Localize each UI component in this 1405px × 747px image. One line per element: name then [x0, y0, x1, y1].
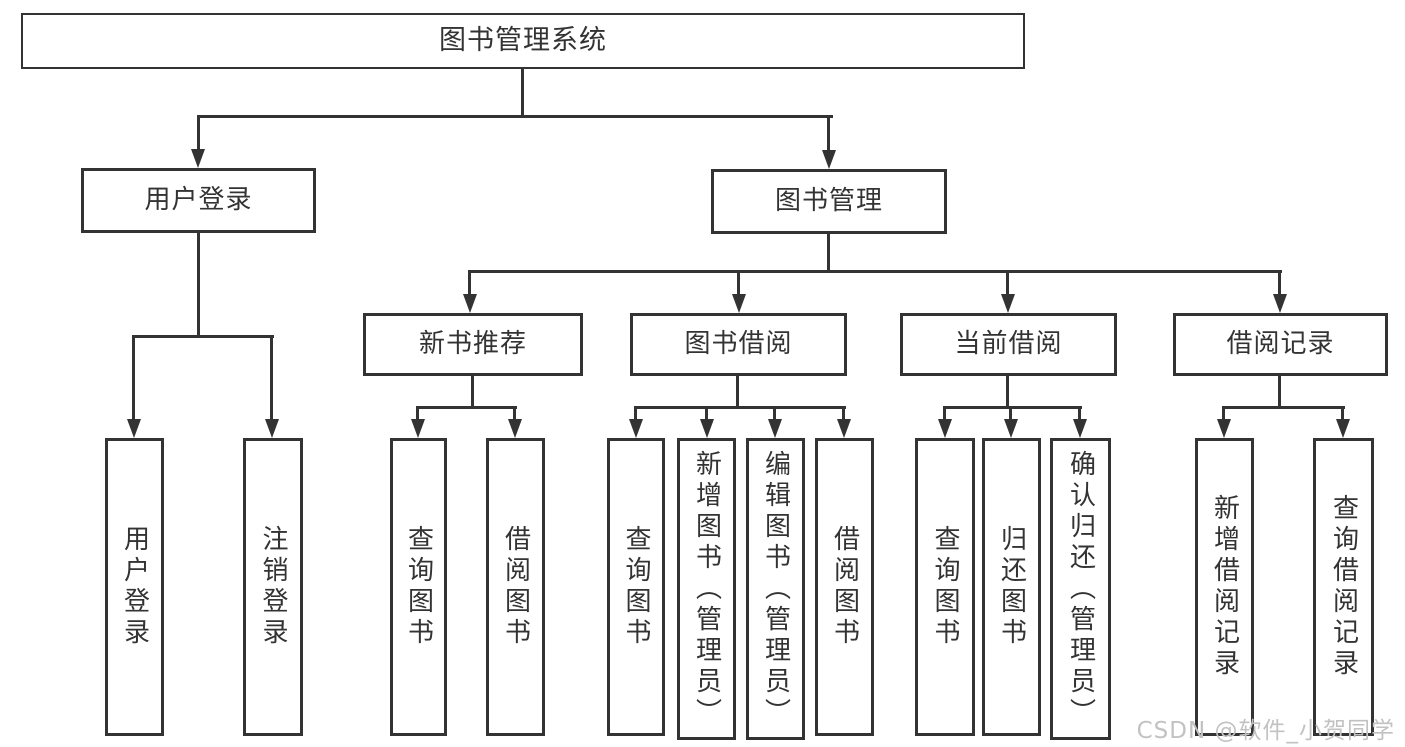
- arrow-down-icon: [1073, 419, 1087, 438]
- leaf-edit-book-admin: 编辑图书（管理员）: [746, 438, 805, 740]
- edge-currentborrow-drop-3: [1078, 406, 1081, 422]
- edge-bookmgmt-split: [468, 270, 1282, 273]
- edge-bookborrow-drop-1: [634, 406, 637, 422]
- arrow-down-icon: [1217, 419, 1231, 438]
- leaf-query-borrow-record: 查询借阅记录: [1313, 438, 1374, 736]
- edge-bookborrow-split: [634, 406, 846, 409]
- edge-userlogin-drop-2: [270, 335, 273, 422]
- edge-root-split: [197, 115, 833, 118]
- arrow-down-icon: [629, 419, 643, 438]
- edge-newbook-split: [416, 406, 517, 409]
- edge-currentborrow-split: [943, 406, 1082, 409]
- edge-currentborrow-drop-1: [943, 406, 946, 422]
- leaf-logout: 注销登录: [243, 438, 303, 736]
- node-new-book-recommend: 新书推荐: [363, 313, 583, 376]
- arrow-down-icon: [938, 419, 952, 438]
- arrow-down-icon: [463, 294, 477, 313]
- arrow-down-icon: [1004, 419, 1018, 438]
- leaf-confirm-return-admin: 确认归还（管理员）: [1050, 438, 1111, 740]
- arrow-down-icon: [191, 149, 205, 168]
- node-book-management: 图书管理: [711, 169, 947, 234]
- edge-root-left-drop: [197, 115, 200, 151]
- node-user-login: 用户登录: [81, 168, 316, 233]
- arrow-down-icon: [837, 419, 851, 438]
- arrow-down-icon: [127, 419, 141, 438]
- arrow-down-icon: [265, 419, 279, 438]
- edge-bookmgmt-drop-4: [1278, 270, 1281, 297]
- node-book-borrow: 图书借阅: [630, 313, 847, 376]
- leaf-add-borrow-record: 新增借阅记录: [1195, 438, 1254, 736]
- edge-bookborrow-drop-2: [705, 406, 708, 422]
- leaf-borrow-book-1: 借阅图书: [486, 438, 545, 736]
- arrow-down-icon: [822, 150, 836, 169]
- leaf-user-login: 用户登录: [105, 438, 164, 736]
- csdn-watermark: CSDN @软件_小贺同学: [1136, 718, 1395, 744]
- leaf-query-book-3: 查询图书: [915, 438, 975, 736]
- edge-root-right-drop: [827, 115, 830, 152]
- arrow-down-icon: [1336, 419, 1350, 438]
- node-current-borrow: 当前借阅: [900, 313, 1117, 376]
- edge-bookmgmt-drop-2: [737, 270, 740, 297]
- arrow-down-icon: [700, 419, 714, 438]
- edge-userlogin-split: [132, 335, 274, 338]
- edge-borrowrecords-drop-1: [1222, 406, 1225, 422]
- node-borrow-records: 借阅记录: [1173, 313, 1388, 376]
- leaf-query-book-1: 查询图书: [390, 438, 447, 736]
- arrow-down-icon: [508, 419, 522, 438]
- edge-newbook-stem: [471, 374, 474, 408]
- arrow-down-icon: [768, 419, 782, 438]
- edge-userlogin-drop-1: [132, 335, 135, 422]
- edge-currentborrow-drop-2: [1009, 406, 1012, 422]
- edge-borrowrecords-drop-2: [1341, 406, 1344, 422]
- edge-bookborrow-stem: [736, 374, 739, 408]
- edge-borrowrecords-stem: [1278, 374, 1281, 408]
- edge-bookborrow-drop-3: [773, 406, 776, 422]
- arrow-down-icon: [732, 294, 746, 313]
- node-root: 图书管理系统: [21, 13, 1025, 69]
- edge-userlogin-stem: [197, 231, 200, 337]
- edge-newbook-drop-2: [513, 406, 516, 422]
- edge-borrowrecords-split: [1223, 406, 1345, 409]
- edge-newbook-drop-1: [416, 406, 419, 422]
- edge-bookmgmt-stem: [827, 232, 830, 272]
- edge-root-stem: [521, 67, 524, 117]
- leaf-borrow-book-2: 借阅图书: [815, 438, 874, 736]
- arrow-down-icon: [1273, 294, 1287, 313]
- leaf-return-book: 归还图书: [982, 438, 1041, 736]
- edge-bookmgmt-drop-1: [468, 270, 471, 297]
- leaf-add-book-admin: 新增图书（管理员）: [677, 438, 736, 740]
- leaf-query-book-2: 查询图书: [607, 438, 665, 736]
- edge-bookborrow-drop-4: [842, 406, 845, 422]
- arrow-down-icon: [411, 419, 425, 438]
- arrow-down-icon: [1001, 294, 1015, 313]
- edge-currentborrow-stem: [1006, 374, 1009, 408]
- edge-bookmgmt-drop-3: [1006, 270, 1009, 297]
